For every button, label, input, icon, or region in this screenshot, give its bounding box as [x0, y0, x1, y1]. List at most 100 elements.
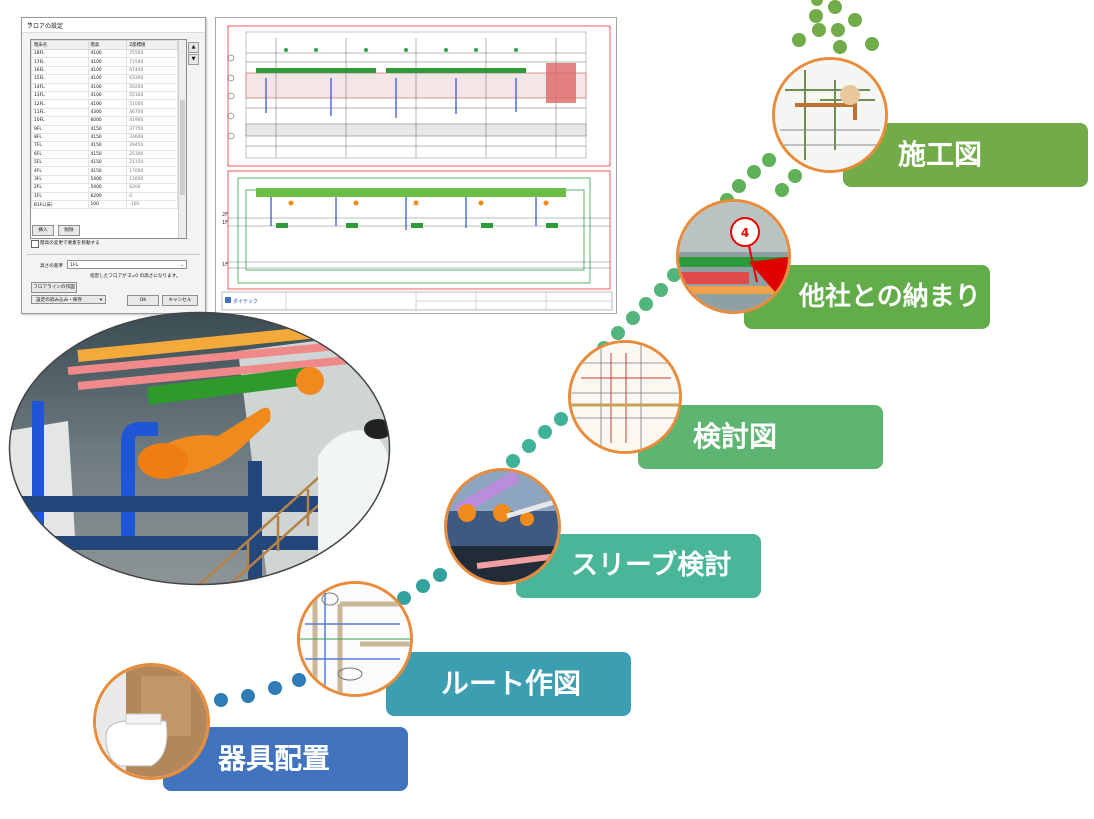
- table-cell[interactable]: 11600: [126, 174, 178, 185]
- table-cell[interactable]: 12FL: [31, 99, 89, 109]
- table-cell[interactable]: 100: [87, 200, 128, 210]
- column-header[interactable]: 階高: [87, 40, 128, 50]
- column-header[interactable]: 階床名: [31, 40, 89, 50]
- table-cell[interactable]: 4150: [87, 149, 128, 160]
- table-cell[interactable]: 5400: [87, 183, 128, 193]
- table-cell[interactable]: 9FL: [31, 124, 89, 134]
- table-row[interactable]: B1FL(床)100-100: [31, 200, 178, 210]
- table-cell[interactable]: 4100: [87, 74, 128, 84]
- step-bar-route-drawing[interactable]: ルート作図: [386, 652, 631, 716]
- table-cell[interactable]: 14FL: [31, 82, 89, 92]
- table-cell[interactable]: 4300: [87, 107, 128, 118]
- table-cell[interactable]: 55100: [126, 90, 178, 101]
- table-cell[interactable]: 5FL: [31, 158, 89, 168]
- table-cell[interactable]: 75500: [126, 48, 178, 59]
- table-cell[interactable]: 10FL: [31, 116, 89, 126]
- table-cell[interactable]: 4150: [87, 124, 128, 134]
- lower-duct: [256, 188, 566, 197]
- table-cell[interactable]: -100: [126, 200, 178, 210]
- table-cell[interactable]: 17000: [126, 166, 178, 176]
- table-cell[interactable]: 15FL: [31, 74, 89, 84]
- table-cell[interactable]: B1FL(床): [31, 200, 89, 210]
- ok-button[interactable]: OK: [127, 295, 159, 306]
- table-cell[interactable]: 63300: [126, 74, 178, 84]
- table-cell[interactable]: 11FL: [31, 107, 89, 118]
- table-cell[interactable]: 3FL: [31, 174, 89, 185]
- move-elements-checkbox[interactable]: [31, 240, 39, 248]
- table-cell[interactable]: 4100: [87, 82, 128, 92]
- table-cell[interactable]: 4150: [87, 141, 128, 151]
- scrollbar-thumb[interactable]: [180, 100, 185, 195]
- table-cell[interactable]: 51000: [126, 99, 178, 109]
- table-cell[interactable]: 1FL: [31, 191, 89, 202]
- table-cell[interactable]: 37750: [126, 124, 178, 134]
- table-cell[interactable]: 6000: [87, 116, 128, 126]
- table-cell[interactable]: 4FL: [31, 166, 89, 176]
- table-cell[interactable]: 46700: [126, 107, 178, 118]
- close-icon[interactable]: ×: [27, 21, 33, 28]
- path-dot: [522, 439, 536, 453]
- table-cell[interactable]: 8FL: [31, 132, 89, 143]
- table-cell[interactable]: 4150: [87, 166, 128, 176]
- table-cell[interactable]: 7FL: [31, 141, 89, 151]
- table-cell[interactable]: 4100: [87, 99, 128, 109]
- load-save-button[interactable]: 設定の読み込み・保存 ▾: [31, 295, 106, 304]
- table-cell[interactable]: 6FL: [31, 149, 89, 160]
- table-cell[interactable]: 2FL: [31, 183, 89, 193]
- delete-button[interactable]: 削除: [58, 225, 80, 236]
- table-cell[interactable]: 6200: [87, 191, 128, 202]
- table-cell[interactable]: 16FL: [31, 65, 89, 76]
- table-cell[interactable]: 71500: [126, 57, 178, 67]
- table-cell[interactable]: 4100: [87, 57, 128, 67]
- table-cell[interactable]: 21150: [126, 158, 178, 168]
- 3d-piping-render: [8, 311, 391, 586]
- cancel-button[interactable]: キャンセル: [162, 295, 198, 306]
- table-cell[interactable]: 4100: [87, 65, 128, 76]
- table-cell[interactable]: 41900: [126, 116, 178, 126]
- table-cell[interactable]: 18FL: [31, 48, 89, 59]
- table-cell[interactable]: 67400: [126, 65, 178, 76]
- insert-button[interactable]: 挿入: [32, 225, 54, 236]
- table-cell[interactable]: 13FL: [31, 90, 89, 101]
- move-down-button[interactable]: ▼: [188, 54, 199, 65]
- move-up-button[interactable]: ▲: [188, 42, 199, 53]
- table-cell[interactable]: 4100: [87, 48, 128, 59]
- table-cell[interactable]: 0: [126, 191, 178, 202]
- table-cell[interactable]: 4150: [87, 132, 128, 143]
- step-bar-coordination[interactable]: 他社との納まり: [744, 265, 990, 329]
- table-cell[interactable]: 17FL: [31, 57, 89, 67]
- step-bar-sleeve-study[interactable]: スリーブ検討: [516, 534, 761, 598]
- table-scrollbar[interactable]: [178, 40, 186, 238]
- table-cell[interactable]: 6200: [126, 183, 178, 193]
- table-cell[interactable]: 59200: [126, 82, 178, 92]
- floor-label: 2F: [222, 212, 228, 218]
- table-cell[interactable]: 5400: [87, 174, 128, 185]
- column-header[interactable]: Z座標値: [126, 40, 178, 50]
- floorline-draw-button[interactable]: フロアラインの作図: [31, 282, 77, 293]
- table-cell[interactable]: 4150: [87, 158, 128, 168]
- table-cell[interactable]: 29450: [126, 141, 178, 151]
- table-cell[interactable]: 25300: [126, 149, 178, 160]
- height-base-select[interactable]: 1FL ⌄: [67, 260, 187, 269]
- table-cell[interactable]: 33600: [126, 132, 178, 143]
- step-bar-study-drawing[interactable]: 検討図: [638, 405, 883, 469]
- table-cell[interactable]: 4100: [87, 90, 128, 101]
